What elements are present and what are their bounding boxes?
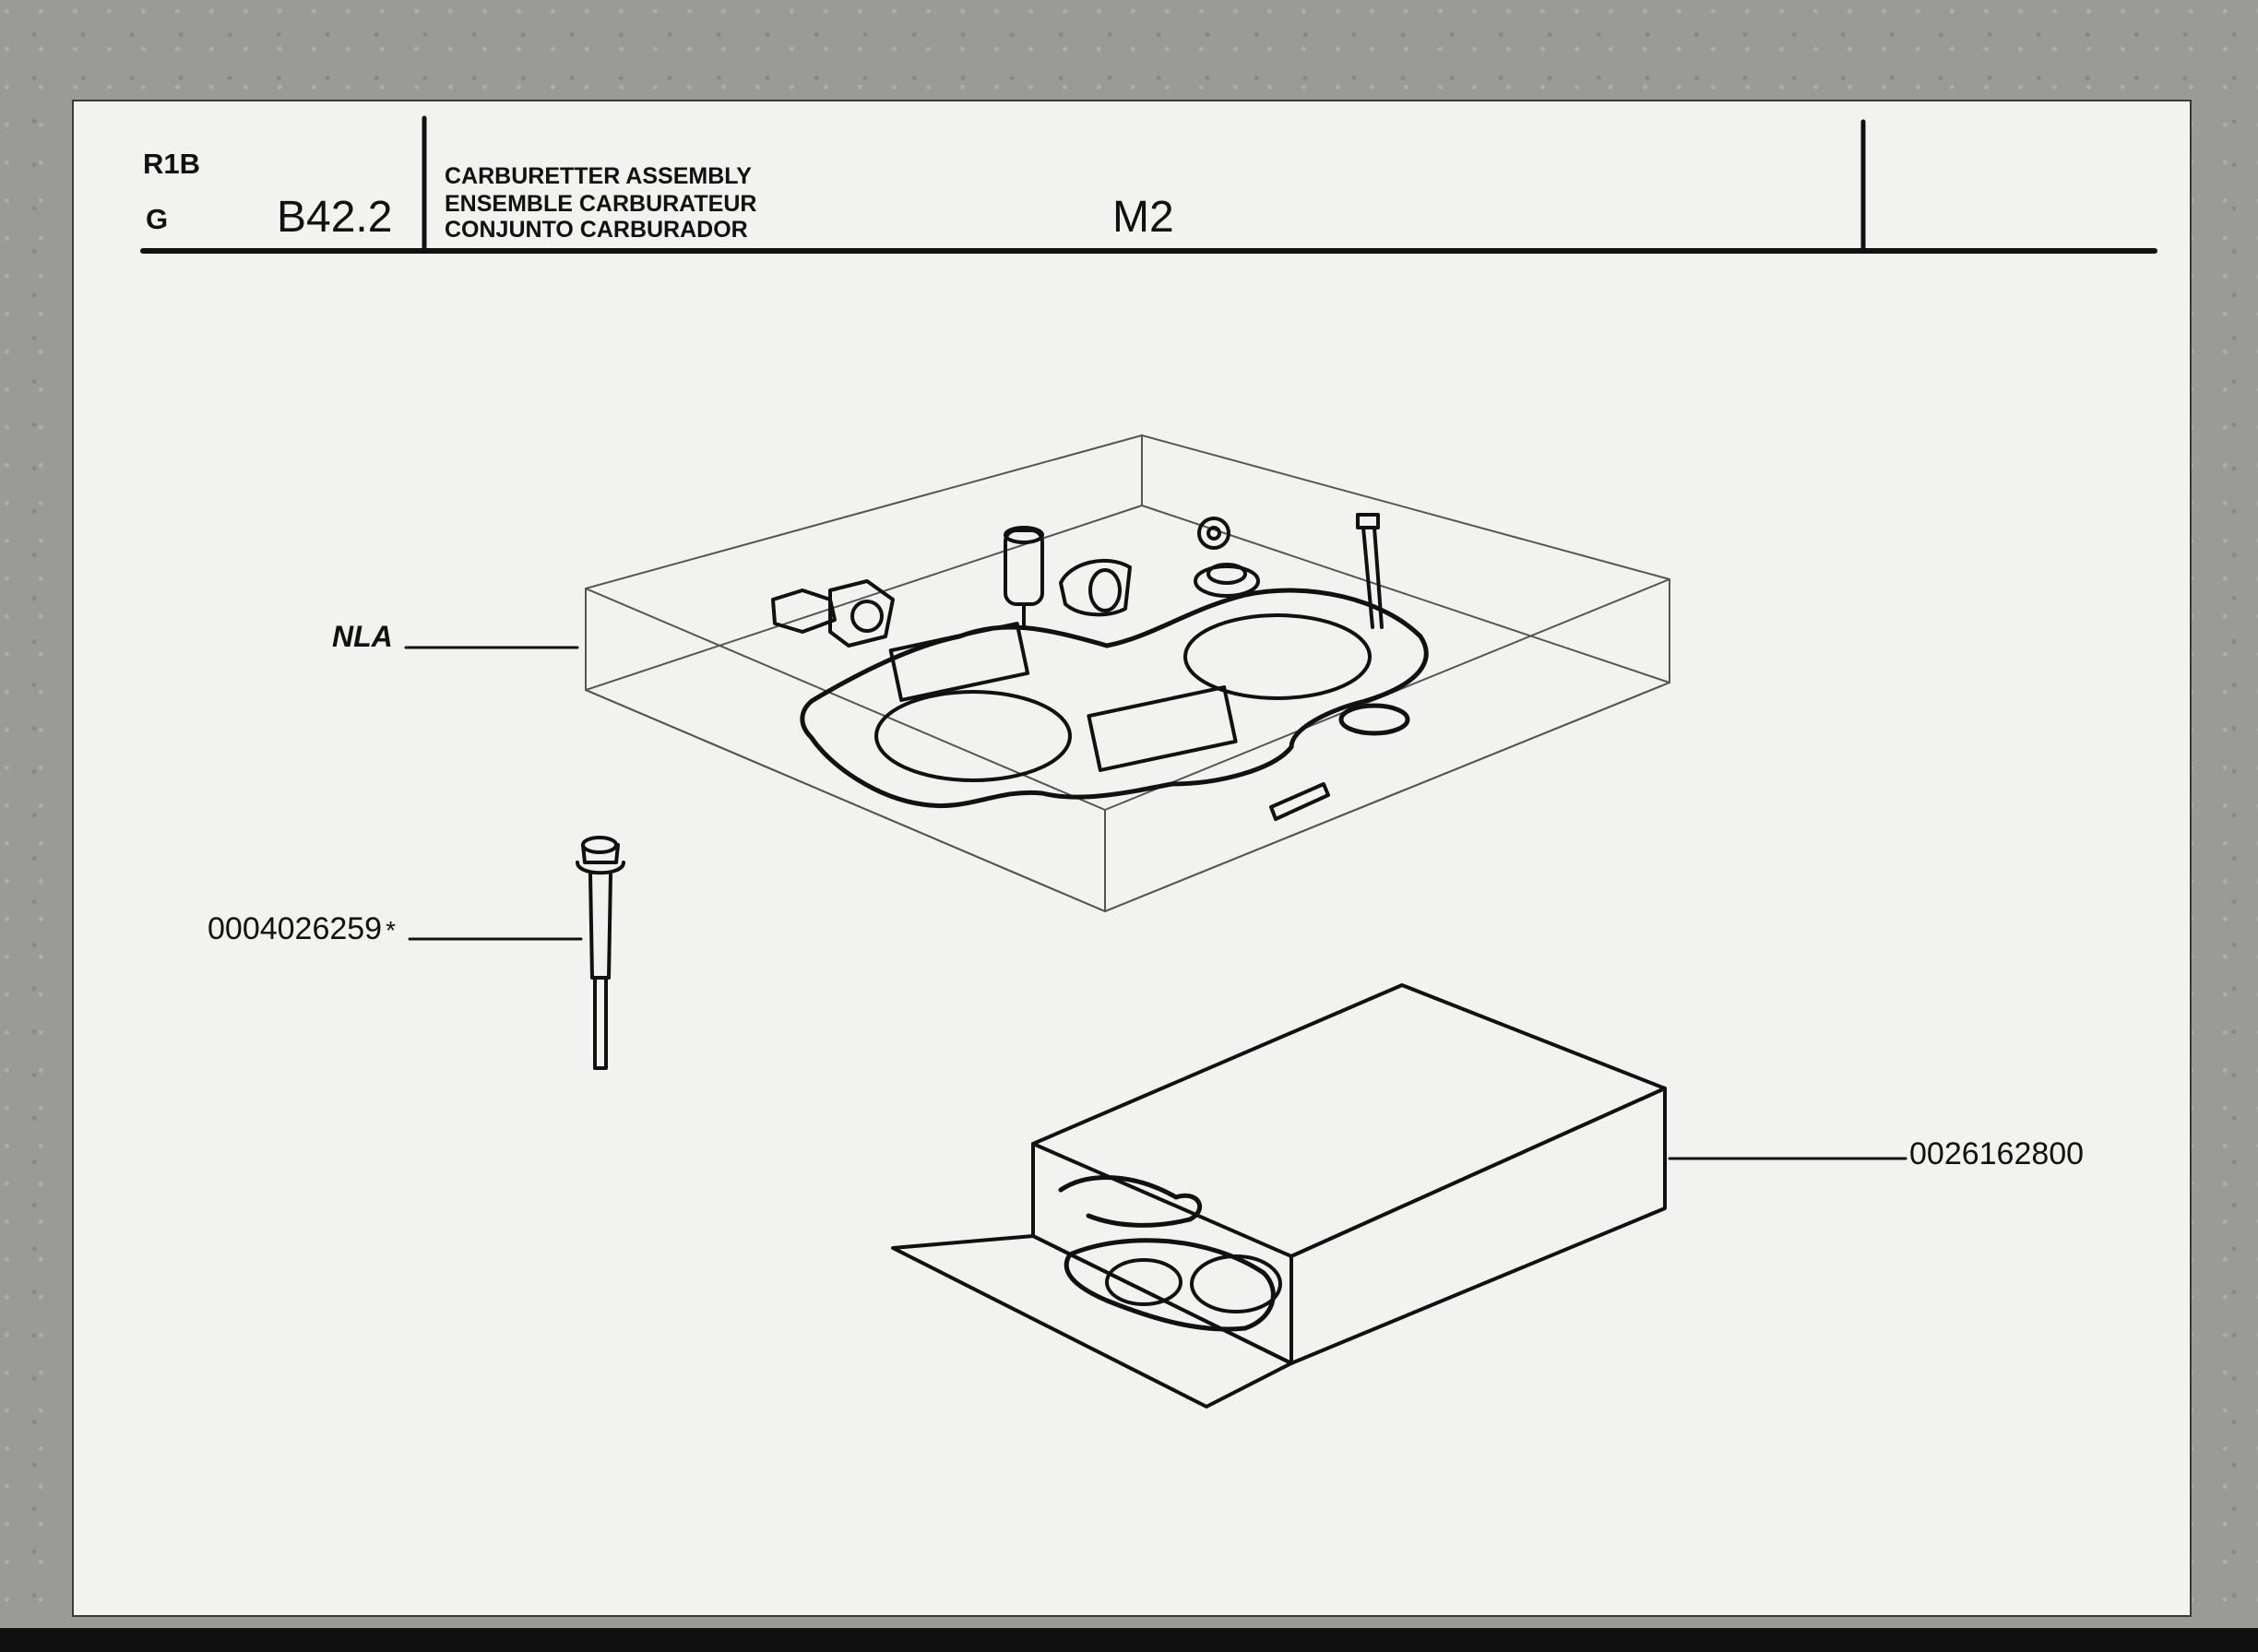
nla-kit-box [585, 434, 1670, 912]
scan-border [0, 1628, 2258, 1652]
gasket-kit-packet [891, 983, 1667, 1408]
accelerator-pump-piston-icon [1004, 526, 1044, 629]
grommet-icon [1197, 517, 1230, 550]
variant-code: M2 [1112, 193, 1174, 242]
model-code: R1B [143, 148, 201, 180]
carburettor-gasket [800, 588, 1429, 809]
title-french: ENSEMBLE CARBURATEUR [445, 191, 757, 217]
jet-part-icon [576, 836, 625, 1070]
group-letter: G [146, 203, 169, 235]
gasket-kit-part-number: 0026162800 [1909, 1136, 2085, 1171]
diaphragm-cup-icon [1059, 558, 1132, 617]
jet-part-number: 0004026259* [208, 911, 396, 947]
nla-label: NLA [332, 620, 393, 653]
section-number: B42.2 [277, 193, 393, 242]
stud-icon [1269, 782, 1330, 821]
float-needle-icon [1356, 513, 1384, 629]
temperature-sensor-icon [771, 579, 895, 648]
title-spanish: CONJUNTO CARBURADOR [445, 217, 748, 243]
needle-seat-icon [1194, 563, 1260, 598]
jet-asterisk-mark: * [386, 916, 396, 945]
o-ring-icon [1338, 703, 1410, 736]
jet-part-number-text: 0004026259 [208, 911, 383, 946]
title-english: CARBURETTER ASSEMBLY [445, 163, 752, 189]
